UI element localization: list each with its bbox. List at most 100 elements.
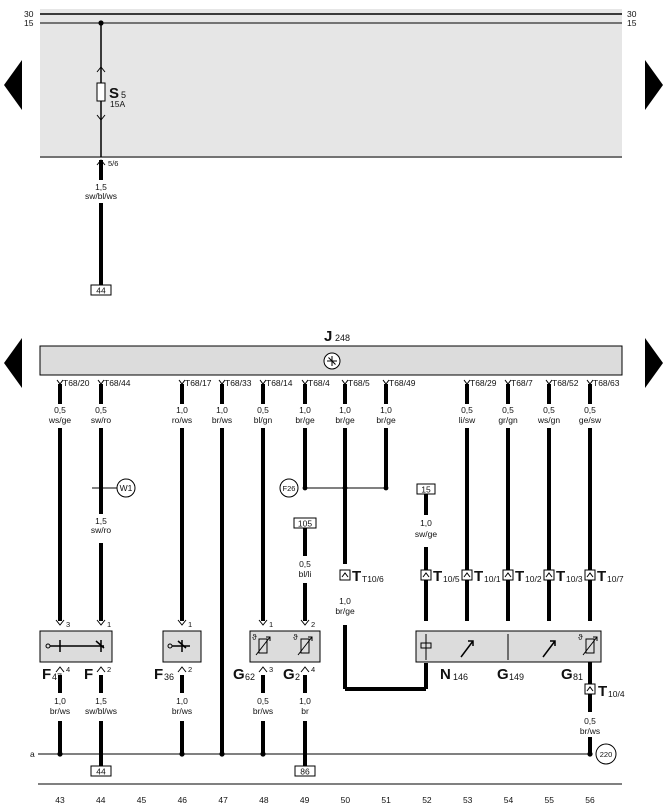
pin-number: 4 xyxy=(311,665,315,674)
wire-color: sw/ro xyxy=(91,415,112,425)
arrow-icon xyxy=(422,572,430,578)
sensor-g81-arrow xyxy=(582,636,598,656)
wire-color: sw/bl/ws xyxy=(85,706,117,716)
pin-number: 3 xyxy=(269,665,273,674)
wire-color: br/ws xyxy=(172,706,192,716)
connector-t10-4 xyxy=(584,683,596,695)
arrow-icon xyxy=(586,572,594,578)
top-panel-background xyxy=(40,9,622,158)
page-prev-arrow-2[interactable] xyxy=(4,338,22,388)
arrow-icon xyxy=(55,619,65,626)
rail-30-label-left: 30 xyxy=(24,9,34,19)
t10-4-sub: 10/4 xyxy=(608,689,625,699)
comp-f-big: F xyxy=(84,666,93,683)
t10-connector xyxy=(461,569,473,581)
track-number: 48 xyxy=(259,795,269,805)
arrow-icon xyxy=(341,572,349,578)
bottom-wire-labels: 1,0br/ws1,5sw/bl/ws1,0br/ws0,5br/ws1,0br… xyxy=(50,696,600,736)
junction-dot xyxy=(260,751,266,757)
comp-g81-sub: 81 xyxy=(573,672,583,682)
fuse-sub: 5 xyxy=(121,90,126,100)
connector-t10-6 xyxy=(339,569,351,581)
wire-44-size: 1,5 xyxy=(95,516,107,526)
wire-color: sw/bl/ws xyxy=(85,191,117,201)
t10-connector xyxy=(502,569,514,581)
wire-size: 0,5 xyxy=(461,405,473,415)
comp-g62-sub: 62 xyxy=(245,672,255,682)
pin-label: T68/7 xyxy=(511,378,533,388)
wire-size: 0,5 xyxy=(95,405,107,415)
comp-g149-big: G xyxy=(497,666,509,683)
arrow-icon xyxy=(545,572,553,578)
page-prev-arrow[interactable] xyxy=(4,60,22,110)
page-next-arrow-2[interactable] xyxy=(645,338,663,388)
ref-box-15-label: 15 xyxy=(421,485,431,495)
sensor-symbol xyxy=(300,638,310,654)
pin-number: 2 xyxy=(188,665,192,674)
pin-label: T68/17 xyxy=(185,378,212,388)
control-unit-label: J xyxy=(324,328,332,345)
t10-sub: 10/7 xyxy=(607,574,624,584)
wire-44-color: sw/ro xyxy=(91,525,112,535)
wires xyxy=(58,428,592,754)
valve-n146-symbol xyxy=(420,642,432,649)
wire-size: 1,0 xyxy=(380,405,392,415)
rail-15-label-left: 15 xyxy=(24,18,34,28)
wire-size: 1,0 xyxy=(216,405,228,415)
wire-size: 0,5 xyxy=(584,405,596,415)
arrow-icon xyxy=(177,619,187,626)
junction-dot xyxy=(383,485,389,491)
ref-box-44-label: 44 xyxy=(96,286,106,296)
wire-color: li/sw xyxy=(459,415,476,425)
arrow-icon xyxy=(463,572,471,578)
t10-big: T xyxy=(515,568,524,585)
ground-label: a xyxy=(30,749,35,759)
pin-label: T68/4 xyxy=(308,378,330,388)
track-number: 50 xyxy=(341,795,351,805)
sensor-symbol-arrow xyxy=(297,636,313,656)
comp-n146-sub: 146 xyxy=(453,672,468,682)
t10-sub: 10/2 xyxy=(525,574,542,584)
sensor-symbol-arrow xyxy=(255,636,271,656)
wire-color: br/ge xyxy=(335,415,355,425)
wire-49-size: 0,5 xyxy=(299,559,311,569)
wire-size: 0,5 xyxy=(543,405,555,415)
arrow-icon xyxy=(96,66,106,73)
track-number: 47 xyxy=(218,795,228,805)
wire-size: 1,0 xyxy=(299,405,311,415)
wire-size: 0,5 xyxy=(54,405,66,415)
f26-label: F26 xyxy=(283,484,296,493)
t10-big: T xyxy=(433,568,442,585)
junction-dot xyxy=(302,485,308,491)
wire-color: br/ws xyxy=(212,415,232,425)
pin-number: 4 xyxy=(66,665,70,674)
page-next-arrow[interactable] xyxy=(645,60,663,110)
pin-number: 2 xyxy=(311,620,315,629)
junction-dot xyxy=(57,751,63,757)
junction-dot xyxy=(179,751,185,757)
wire-size: 0,5 xyxy=(502,405,514,415)
connector-label: 5/6 xyxy=(108,159,118,168)
pin-number: 2 xyxy=(107,665,111,674)
wire-size: 1,0 xyxy=(299,696,311,706)
arrow-icon xyxy=(258,666,268,673)
wire-size: 1,0 xyxy=(176,696,188,706)
sensor-symbol xyxy=(258,638,268,654)
comp-f36-big: F xyxy=(154,666,163,683)
wire-labels: 0,5ws/ge0,5sw/ro1,0ro/ws1,0br/ws0,5bl/gn… xyxy=(48,405,602,425)
wire-color: ro/ws xyxy=(172,415,192,425)
track-number: 49 xyxy=(300,795,310,805)
wire-50-size: 1,0 xyxy=(339,596,351,606)
clock-icon xyxy=(327,356,337,366)
track-number: 54 xyxy=(504,795,514,805)
comp-g149-sub: 149 xyxy=(509,672,524,682)
pin-number: 1 xyxy=(107,620,111,629)
pin-number: 3 xyxy=(66,620,70,629)
track-number: 55 xyxy=(545,795,555,805)
ground-ref-220 xyxy=(595,743,617,765)
fuse-rating: 15A xyxy=(110,99,125,109)
wire-color: br/ws xyxy=(50,706,70,716)
